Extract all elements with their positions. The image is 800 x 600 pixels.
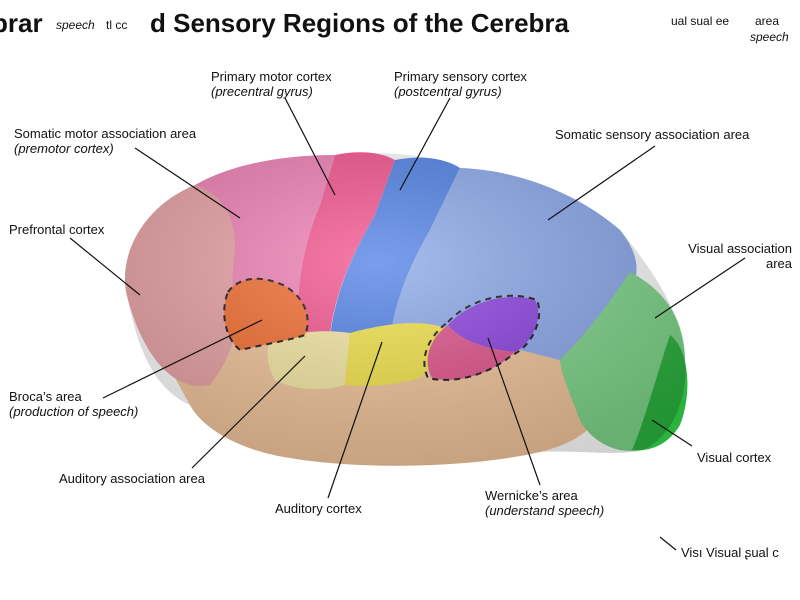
label-visual-cortex-name: Visual cortex — [697, 450, 772, 465]
label-auditory-association: Auditory association area — [59, 471, 205, 486]
leader-auditory-cortex — [327, 341, 383, 499]
label-visual-association-line1: Visual association — [688, 241, 792, 256]
label-somatic-motor-sub: (premotor cortex) — [14, 141, 114, 156]
title-area-fragment: area — [755, 14, 780, 28]
label-somatic-motor-name: Somatic motor association area — [14, 126, 197, 141]
title-speech2-fragment: speech — [750, 30, 789, 44]
leader-visual-cortex — [651, 419, 693, 447]
leader-broca — [102, 319, 263, 399]
leader-somatic-motor — [134, 147, 241, 219]
label-somatic-sensory-name: Somatic sensory association area — [555, 127, 750, 142]
title-right-fragment: ual sual ee — [671, 14, 730, 28]
leader-primary-motor — [284, 97, 336, 196]
label-primary-sensory-name: Primary sensory cortex — [394, 69, 527, 84]
leader-primary-sensory — [399, 97, 451, 191]
brain-shading — [124, 153, 686, 466]
label-visual-cortex: Visual cortex — [697, 450, 771, 465]
label-wernicke-sub: (understand speech) — [485, 503, 605, 518]
label-broca: Broca’s area (production of speech) — [9, 389, 138, 419]
title-left-fragment: prar — [0, 8, 43, 38]
label-wernicke-name: Wernicke’s area — [485, 488, 578, 503]
leader-footer — [659, 536, 677, 551]
label-prefrontal-name: Prefrontal cortex — [9, 222, 105, 237]
title-tl-fragment: tl cc — [106, 18, 128, 32]
label-wernicke: Wernicke’s area (understand speech) — [485, 488, 604, 518]
page-title: d Sensory Regions of the Cerebra — [150, 8, 569, 38]
label-visual-association-line2: area — [765, 256, 792, 271]
title-speech-fragment: speech — [56, 18, 95, 32]
label-auditory-association-name: Auditory association area — [59, 471, 205, 486]
label-primary-motor: Primary motor cortex (precentral gyrus) — [211, 69, 332, 99]
leader-auditory-association — [191, 355, 306, 469]
label-primary-sensory: Primary sensory cortex (postcentral gyru… — [394, 69, 527, 99]
label-primary-motor-name: Primary motor cortex — [211, 69, 332, 84]
label-broca-sub: (production of speech) — [9, 404, 139, 419]
label-visual-association: Visual association area — [640, 241, 792, 271]
leader-somatic-sensory — [547, 145, 656, 221]
label-primary-sensory-sub: (postcentral gyrus) — [394, 84, 502, 99]
label-somatic-motor: Somatic motor association area (premotor… — [14, 126, 196, 156]
label-prefrontal: Prefrontal cortex — [9, 222, 104, 237]
label-auditory-cortex: Auditory cortex — [275, 501, 362, 516]
label-footer-fragment: Visı Visual ʂual c — [681, 545, 779, 560]
leader-prefrontal — [69, 237, 141, 296]
leader-visual-association — [654, 257, 746, 319]
label-somatic-sensory: Somatic sensory association area — [555, 127, 749, 142]
label-primary-motor-sub: (precentral gyrus) — [211, 84, 313, 99]
leader-wernicke — [487, 337, 541, 486]
label-broca-name: Broca’s area — [9, 389, 82, 404]
label-auditory-cortex-name: Auditory cortex — [275, 501, 362, 516]
